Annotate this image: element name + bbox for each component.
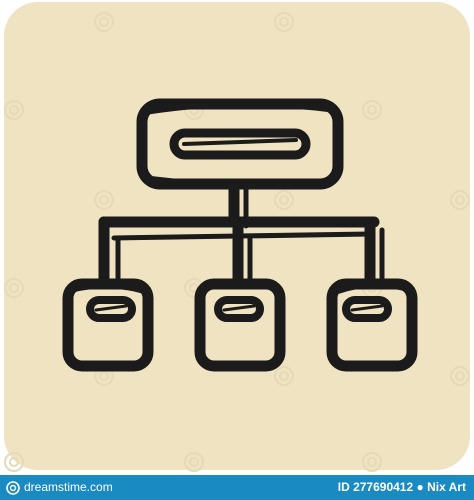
watermark-pattern xyxy=(4,12,470,472)
icon-tile xyxy=(4,2,470,472)
site-name: dreamstime.com xyxy=(24,480,113,494)
connector-lines xyxy=(98,178,385,290)
dreamstime-logo-icon xyxy=(6,480,20,495)
hierarchy-icon xyxy=(62,98,418,372)
image-credit: ID 277690412 ● Nix Art xyxy=(338,480,466,495)
middle-child-node xyxy=(194,278,286,372)
author-name: Nix Art xyxy=(427,480,466,494)
credit-bar: dreamstime.com ID 277690412 ● Nix Art xyxy=(0,475,474,500)
top-node-box xyxy=(136,98,344,190)
right-child-node xyxy=(326,278,418,372)
left-child-node xyxy=(62,278,154,372)
site-credit: dreamstime.com xyxy=(6,480,113,495)
image-id: ID 277690412 xyxy=(337,480,414,494)
author-icon: ● xyxy=(416,480,428,494)
